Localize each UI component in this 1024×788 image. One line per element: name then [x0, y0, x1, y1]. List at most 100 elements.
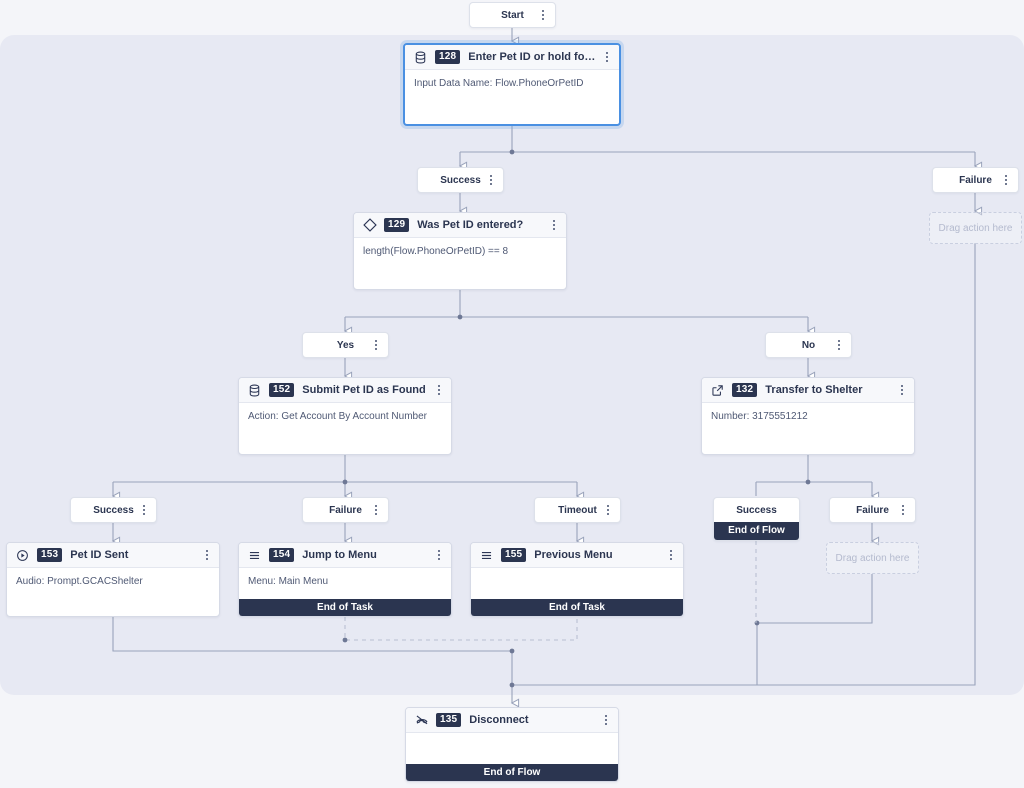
branch-failure-128-row: Failure — [933, 168, 1018, 192]
start-label: Start — [501, 9, 524, 21]
node-135-title: Disconnect — [469, 714, 529, 726]
node-154-header: 154 Jump to Menu — [239, 543, 451, 568]
kebab-menu-icon[interactable] — [433, 382, 445, 398]
kebab-menu-icon[interactable] — [833, 337, 845, 353]
node-153-title: Pet ID Sent — [70, 549, 129, 561]
kebab-menu-icon[interactable] — [601, 49, 613, 65]
node-155-id: 155 — [501, 548, 527, 562]
node-135[interactable]: 135 Disconnect End of Flow — [405, 707, 619, 782]
menu-lines-icon — [479, 548, 494, 563]
node-153[interactable]: 153 Pet ID Sent Audio: Prompt.GCACShelte… — [6, 542, 220, 617]
kebab-menu-icon[interactable] — [138, 502, 150, 518]
node-128-body: Input Data Name: Flow.PhoneOrPetID — [405, 70, 619, 97]
database-icon — [413, 50, 428, 65]
branch-success-128[interactable]: Success — [417, 167, 504, 193]
kebab-menu-icon[interactable] — [665, 547, 677, 563]
kebab-menu-icon[interactable] — [896, 382, 908, 398]
node-153-header: 153 Pet ID Sent — [7, 543, 219, 568]
node-152-header: 152 Submit Pet ID as Found — [239, 378, 451, 403]
node-129-header: 129 Was Pet ID entered? — [354, 213, 566, 238]
branch-success-152-row: Success — [71, 498, 156, 522]
node-132-body: Number: 3175551212 — [702, 403, 914, 430]
branch-success-132-row: Success — [714, 498, 799, 522]
node-129-id: 129 — [384, 218, 410, 232]
drop-target-failure-132[interactable]: Drag action here — [826, 542, 919, 574]
branch-label: Success — [440, 174, 481, 186]
node-155-footer: End of Task — [471, 599, 683, 616]
node-129-title: Was Pet ID entered? — [417, 219, 524, 231]
branch-timeout-152-row: Timeout — [535, 498, 620, 522]
branch-success-132-footer: End of Flow — [714, 522, 799, 540]
branch-label: Failure — [329, 504, 362, 516]
branch-timeout-152[interactable]: Timeout — [534, 497, 621, 523]
branch-label: Failure — [856, 504, 889, 516]
branch-no-129[interactable]: No — [765, 332, 852, 358]
branch-label: Success — [736, 504, 777, 516]
kebab-menu-icon[interactable] — [897, 502, 909, 518]
node-152-body: Action: Get Account By Account Number — [239, 403, 451, 430]
branch-no-129-row: No — [766, 333, 851, 357]
branch-failure-152[interactable]: Failure — [302, 497, 389, 523]
node-155-body — [471, 568, 683, 599]
branch-failure-128[interactable]: Failure — [932, 167, 1019, 193]
kebab-menu-icon[interactable] — [370, 502, 382, 518]
node-128-header: 128 Enter Pet ID or hold for repres… — [405, 45, 619, 70]
branch-label: Yes — [336, 339, 355, 351]
branch-yes-129[interactable]: Yes — [302, 332, 389, 358]
branch-success-128-row: Success — [418, 168, 503, 192]
node-154-footer: End of Task — [239, 599, 451, 616]
branch-failure-132[interactable]: Failure — [829, 497, 916, 523]
drop-target-failure-128[interactable]: Drag action here — [929, 212, 1022, 244]
branch-yes-129-row: Yes — [303, 333, 388, 357]
node-152-id: 152 — [269, 383, 295, 397]
node-154[interactable]: 154 Jump to Menu Menu: Main Menu End of … — [238, 542, 452, 617]
node-152[interactable]: 152 Submit Pet ID as Found Action: Get A… — [238, 377, 452, 455]
kebab-menu-icon[interactable] — [600, 712, 612, 728]
branch-label: Failure — [959, 174, 992, 186]
node-132-title: Transfer to Shelter — [765, 384, 863, 396]
node-132[interactable]: 132 Transfer to Shelter Number: 31755512… — [701, 377, 915, 455]
node-135-header: 135 Disconnect — [406, 708, 618, 733]
node-154-id: 154 — [269, 548, 295, 562]
node-128-id: 128 — [435, 50, 461, 64]
drop-target-label: Drag action here — [835, 552, 910, 564]
kebab-menu-icon[interactable] — [433, 547, 445, 563]
node-135-footer: End of Flow — [406, 764, 618, 781]
node-132-id: 132 — [732, 383, 758, 397]
kebab-menu-icon[interactable] — [602, 502, 614, 518]
node-152-title: Submit Pet ID as Found — [302, 384, 426, 396]
node-155[interactable]: 155 Previous Menu End of Task — [470, 542, 684, 617]
node-129[interactable]: 129 Was Pet ID entered? length(Flow.Phon… — [353, 212, 567, 290]
kebab-menu-icon[interactable] — [370, 337, 382, 353]
node-154-title: Jump to Menu — [302, 549, 377, 561]
branch-label: No — [801, 339, 816, 351]
branch-success-132[interactable]: Success End of Flow — [713, 497, 800, 541]
kebab-menu-icon[interactable] — [548, 217, 560, 233]
drop-target-label: Drag action here — [938, 222, 1013, 234]
kebab-menu-icon[interactable] — [537, 7, 549, 23]
branch-failure-132-row: Failure — [830, 498, 915, 522]
node-132-header: 132 Transfer to Shelter — [702, 378, 914, 403]
node-135-id: 135 — [436, 713, 462, 727]
start-node[interactable]: Start — [469, 2, 556, 28]
play-circle-icon — [15, 548, 30, 563]
branch-success-152[interactable]: Success — [70, 497, 157, 523]
node-155-header: 155 Previous Menu — [471, 543, 683, 568]
node-153-id: 153 — [37, 548, 63, 562]
start-node-row: Start — [470, 3, 555, 27]
node-155-title: Previous Menu — [534, 549, 613, 561]
phone-hangup-icon — [414, 713, 429, 728]
node-135-body — [406, 733, 618, 764]
node-128[interactable]: 128 Enter Pet ID or hold for repres… Inp… — [403, 43, 621, 126]
kebab-menu-icon[interactable] — [201, 547, 213, 563]
node-129-body: length(Flow.PhoneOrPetID) == 8 — [354, 238, 566, 265]
kebab-menu-icon[interactable] — [1000, 172, 1012, 188]
node-153-body: Audio: Prompt.GCACShelter — [7, 568, 219, 595]
external-link-icon — [710, 383, 725, 398]
database-icon — [247, 383, 262, 398]
kebab-menu-icon[interactable] — [485, 172, 497, 188]
node-154-body: Menu: Main Menu — [239, 568, 451, 599]
menu-lines-icon — [247, 548, 262, 563]
branch-label: Success — [93, 504, 134, 516]
